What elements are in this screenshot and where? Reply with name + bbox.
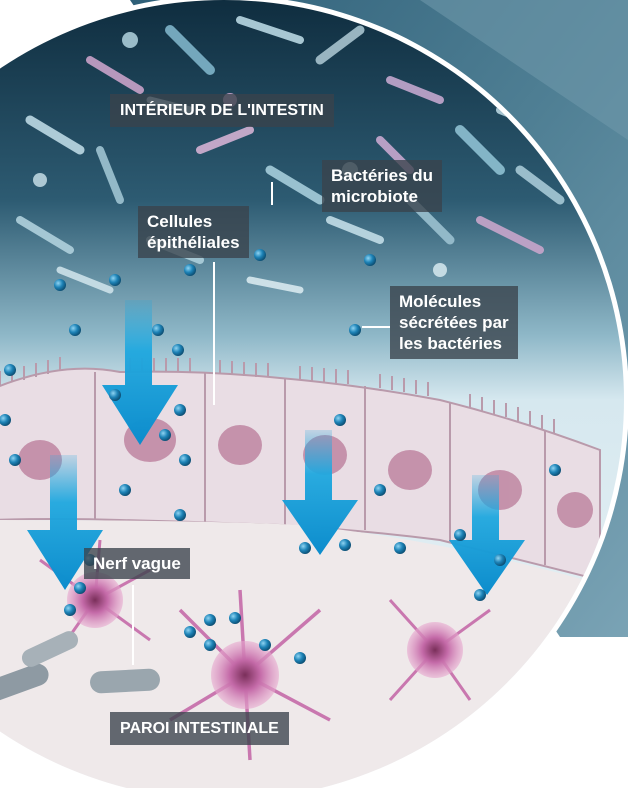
neuron-soma-right [407,622,463,678]
label-epithelial-line-1: Cellules [147,211,240,232]
label-vagus-nerve-text: Nerf vague [93,553,181,574]
label-epithelial-line-2: épithéliales [147,232,240,253]
label-intestine-interior: INTÉRIEUR DE L'INTESTIN [110,94,334,127]
label-vagus-nerve: Nerf vague [84,548,190,579]
label-intestine-interior-text: INTÉRIEUR DE L'INTESTIN [120,100,324,121]
neuron-soma-center [211,641,279,709]
label-bacteria-line-2: microbiote [331,186,433,207]
label-molecules-line-2: sécrétées par [399,312,509,333]
label-bacteria-line-1: Bactéries du [331,165,433,186]
label-intestinal-wall-text: PAROI INTESTINALE [120,718,279,739]
label-bacteria: Bactéries du microbiote [322,160,442,212]
label-molecules: Molécules sécrétées par les bactéries [390,286,518,359]
neuron-soma-left [67,572,123,628]
label-molecules-line-1: Molécules [399,291,509,312]
label-intestinal-wall: PAROI INTESTINALE [110,712,289,745]
label-molecules-line-3: les bactéries [399,333,509,354]
label-epithelial-cells: Cellules épithéliales [138,206,249,258]
